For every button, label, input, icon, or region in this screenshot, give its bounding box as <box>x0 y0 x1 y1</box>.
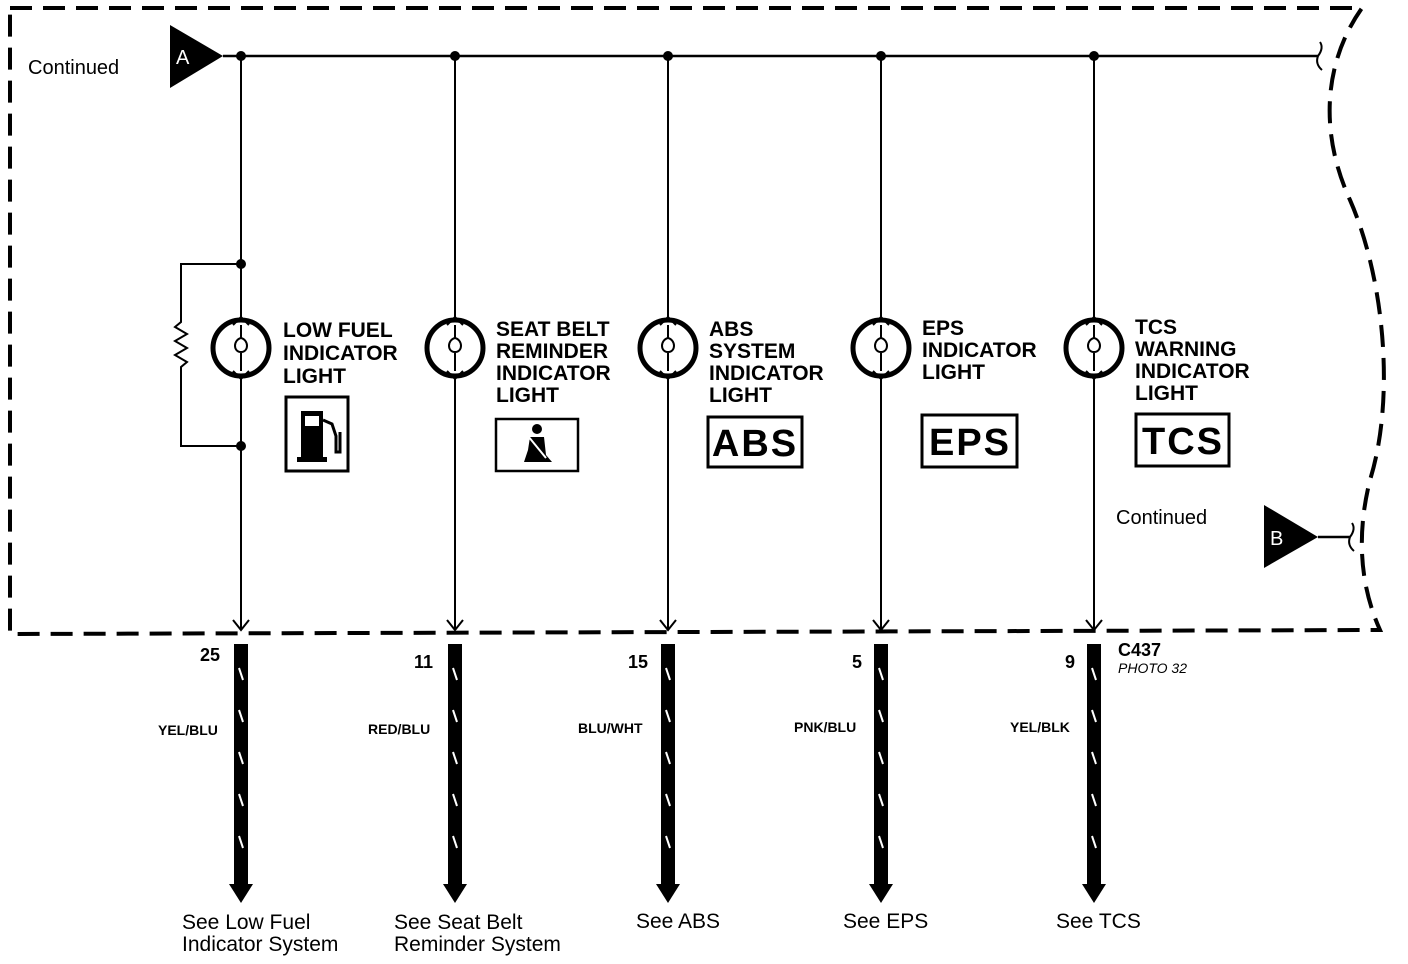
gauge-assembly-boundary <box>8 6 1386 637</box>
connector-id: C437 <box>1118 640 1161 660</box>
wire-color-abs: BLU/WHT <box>578 720 643 736</box>
connector-a-letter: A <box>176 47 190 69</box>
bus-continuation-squiggle <box>1316 41 1323 71</box>
fuel-pump-icon <box>284 395 350 473</box>
seat-belt-icon <box>494 417 580 473</box>
wire-harness <box>443 644 467 903</box>
abs-badge: ABS <box>706 415 804 469</box>
indicator-bulb <box>1063 315 1125 381</box>
abs-badge-text: ABS <box>712 423 798 465</box>
top-continued-label: Continued <box>28 57 119 79</box>
destination-tcs: See TCS <box>1056 910 1141 933</box>
pin-number-abs: 15 <box>628 652 648 672</box>
pin-number-tcs: 9 <box>1065 652 1075 672</box>
bypass-resistor <box>173 259 246 451</box>
wire-harness <box>869 644 893 903</box>
connector-a-marker: A <box>170 25 223 88</box>
abs-label: ABS SYSTEM INDICATOR LIGHT <box>709 318 830 407</box>
indicator-bulb <box>210 315 272 381</box>
circuit-eps: EPS INDICATOR LIGHT EPS 5 PNK/BLU See EP… <box>794 51 1043 933</box>
wire-color-eps: PNK/BLU <box>794 719 856 735</box>
connector-b-letter: B <box>1270 528 1283 550</box>
connector-b-marker: B <box>1264 505 1355 568</box>
eps-badge-text: EPS <box>929 422 1011 464</box>
eps-label: EPS INDICATOR LIGHT <box>922 317 1043 384</box>
circuit-low-fuel: LOW FUEL INDICATOR LIGHT 25 YEL/BLU See … <box>158 51 404 956</box>
destination-abs: See ABS <box>636 910 720 933</box>
destination-seat-belt: See Seat Belt Reminder System <box>394 911 561 956</box>
indicator-bulb <box>850 315 912 381</box>
circuit-seat-belt: SEAT BELT REMINDER INDICATOR LIGHT 11 RE… <box>368 51 617 956</box>
tcs-badge: TCS <box>1134 412 1231 468</box>
tcs-badge-text: TCS <box>1142 421 1224 463</box>
wire-harness <box>656 644 680 903</box>
pin-number-low-fuel: 25 <box>200 645 220 665</box>
indicator-bulb <box>637 315 699 381</box>
low-fuel-label: LOW FUEL INDICATOR LIGHT <box>283 319 404 388</box>
destination-eps: See EPS <box>843 910 928 933</box>
pin-number-seat-belt: 11 <box>414 652 433 672</box>
connector-photo: PHOTO 32 <box>1118 660 1187 676</box>
destination-low-fuel: See Low Fuel Indicator System <box>182 911 338 956</box>
indicator-bulb <box>424 315 486 381</box>
seat-belt-label: SEAT BELT REMINDER INDICATOR LIGHT <box>496 318 617 407</box>
circuit-tcs: TCS WARNING INDICATOR LIGHT TCS 9 YEL/BL… <box>1010 51 1256 933</box>
wire-harness <box>229 644 253 903</box>
tcs-label: TCS WARNING INDICATOR LIGHT <box>1135 316 1256 405</box>
wire-color-seat-belt: RED/BLU <box>368 721 430 737</box>
wire-harness <box>1082 644 1106 903</box>
pin-number-eps: 5 <box>852 652 862 672</box>
wire-color-low-fuel: YEL/BLU <box>158 722 218 738</box>
eps-badge: EPS <box>920 413 1019 469</box>
circuit-abs: ABS SYSTEM INDICATOR LIGHT ABS 15 BLU/WH… <box>578 51 830 933</box>
wire-color-tcs: YEL/BLK <box>1010 719 1070 735</box>
bottom-continued-label: Continued <box>1116 507 1207 529</box>
